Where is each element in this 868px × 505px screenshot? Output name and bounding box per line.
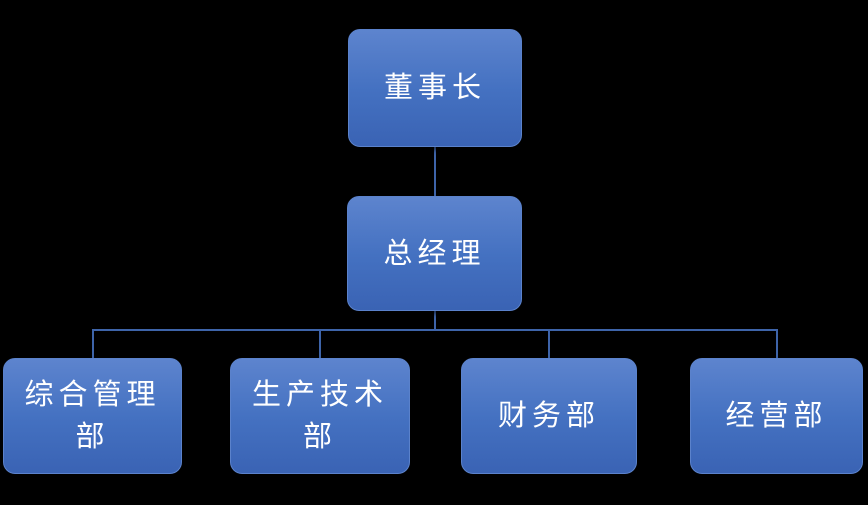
connector-gm-to-bus (434, 311, 436, 330)
org-node-dept-label: 生产技术部 (251, 379, 388, 453)
org-node-general-manager-label: 总经理 (383, 237, 486, 270)
org-node-dept-label: 财务部 (497, 400, 600, 432)
connector-bus-to-dept-2 (319, 331, 321, 358)
connector-chairman-to-gm (434, 147, 436, 196)
org-node-dept-label: 经营部 (725, 400, 828, 432)
org-node-chairman[interactable]: 董事长 (348, 29, 522, 147)
connector-bus-to-dept-4 (776, 331, 778, 358)
org-node-chairman-label: 董事长 (383, 72, 486, 104)
org-node-dept-production-technology[interactable]: 生产技术部 (230, 358, 410, 474)
connector-bus-to-dept-3 (548, 331, 550, 358)
org-node-general-manager[interactable]: 总经理 (347, 196, 522, 311)
connector-bus-to-dept-1 (92, 331, 94, 358)
org-node-dept-operations[interactable]: 经营部 (690, 358, 863, 474)
org-node-dept-general-management[interactable]: 综合管理部 (3, 358, 182, 474)
org-node-dept-label: 综合管理部 (24, 379, 161, 453)
connector-bus-line (92, 329, 778, 331)
org-node-dept-finance[interactable]: 财务部 (461, 358, 637, 474)
